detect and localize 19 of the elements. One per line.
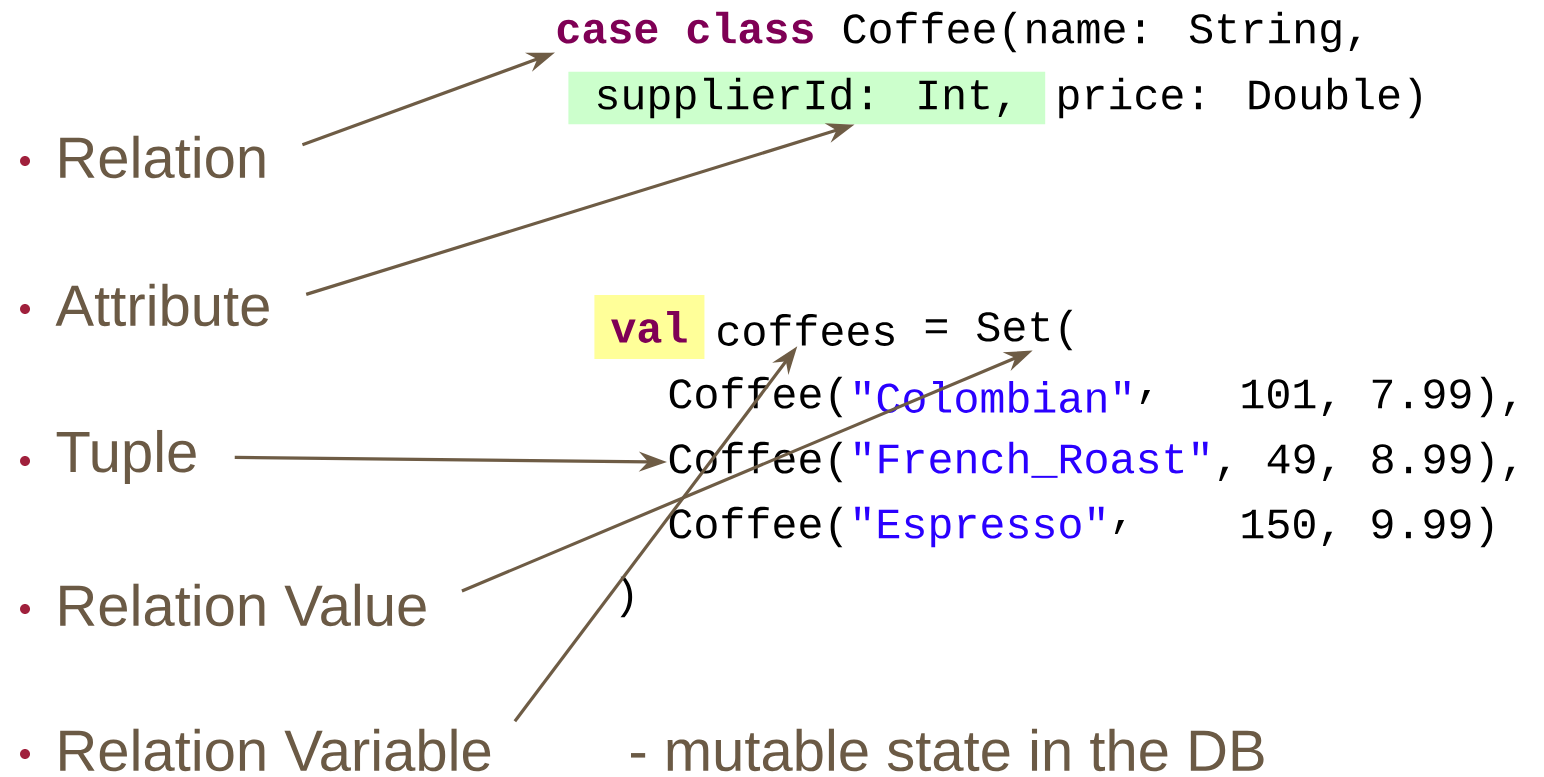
code-text: 101, 7.99), [1242, 376, 1515, 418]
term-label: Relation Variable [60, 728, 491, 772]
code-text: 150, 9.99) [1242, 506, 1493, 548]
code-line: case class Coffee(name: String, [557, 11, 1359, 53]
highlighted-code: supplierId: Int, [568, 71, 1046, 125]
code-text: , [1140, 390, 1151, 404]
highlighted-keyword: val [594, 295, 705, 359]
term-label: Attribute [55, 283, 269, 327]
note-text: - mutable state in the DB [631, 728, 1264, 772]
term-label: Tuple [56, 429, 196, 485]
code-text: = [925, 319, 947, 334]
term-label: Relation Value [60, 583, 426, 627]
code-text: "Espresso" [855, 506, 1104, 548]
code-text: coffees [718, 314, 894, 346]
code-text: , [1114, 520, 1125, 534]
term-label: Relation [60, 135, 265, 179]
code-text: ) [620, 576, 633, 618]
code-text: Set( [977, 309, 1073, 351]
code-text: Coffee( [669, 506, 843, 548]
